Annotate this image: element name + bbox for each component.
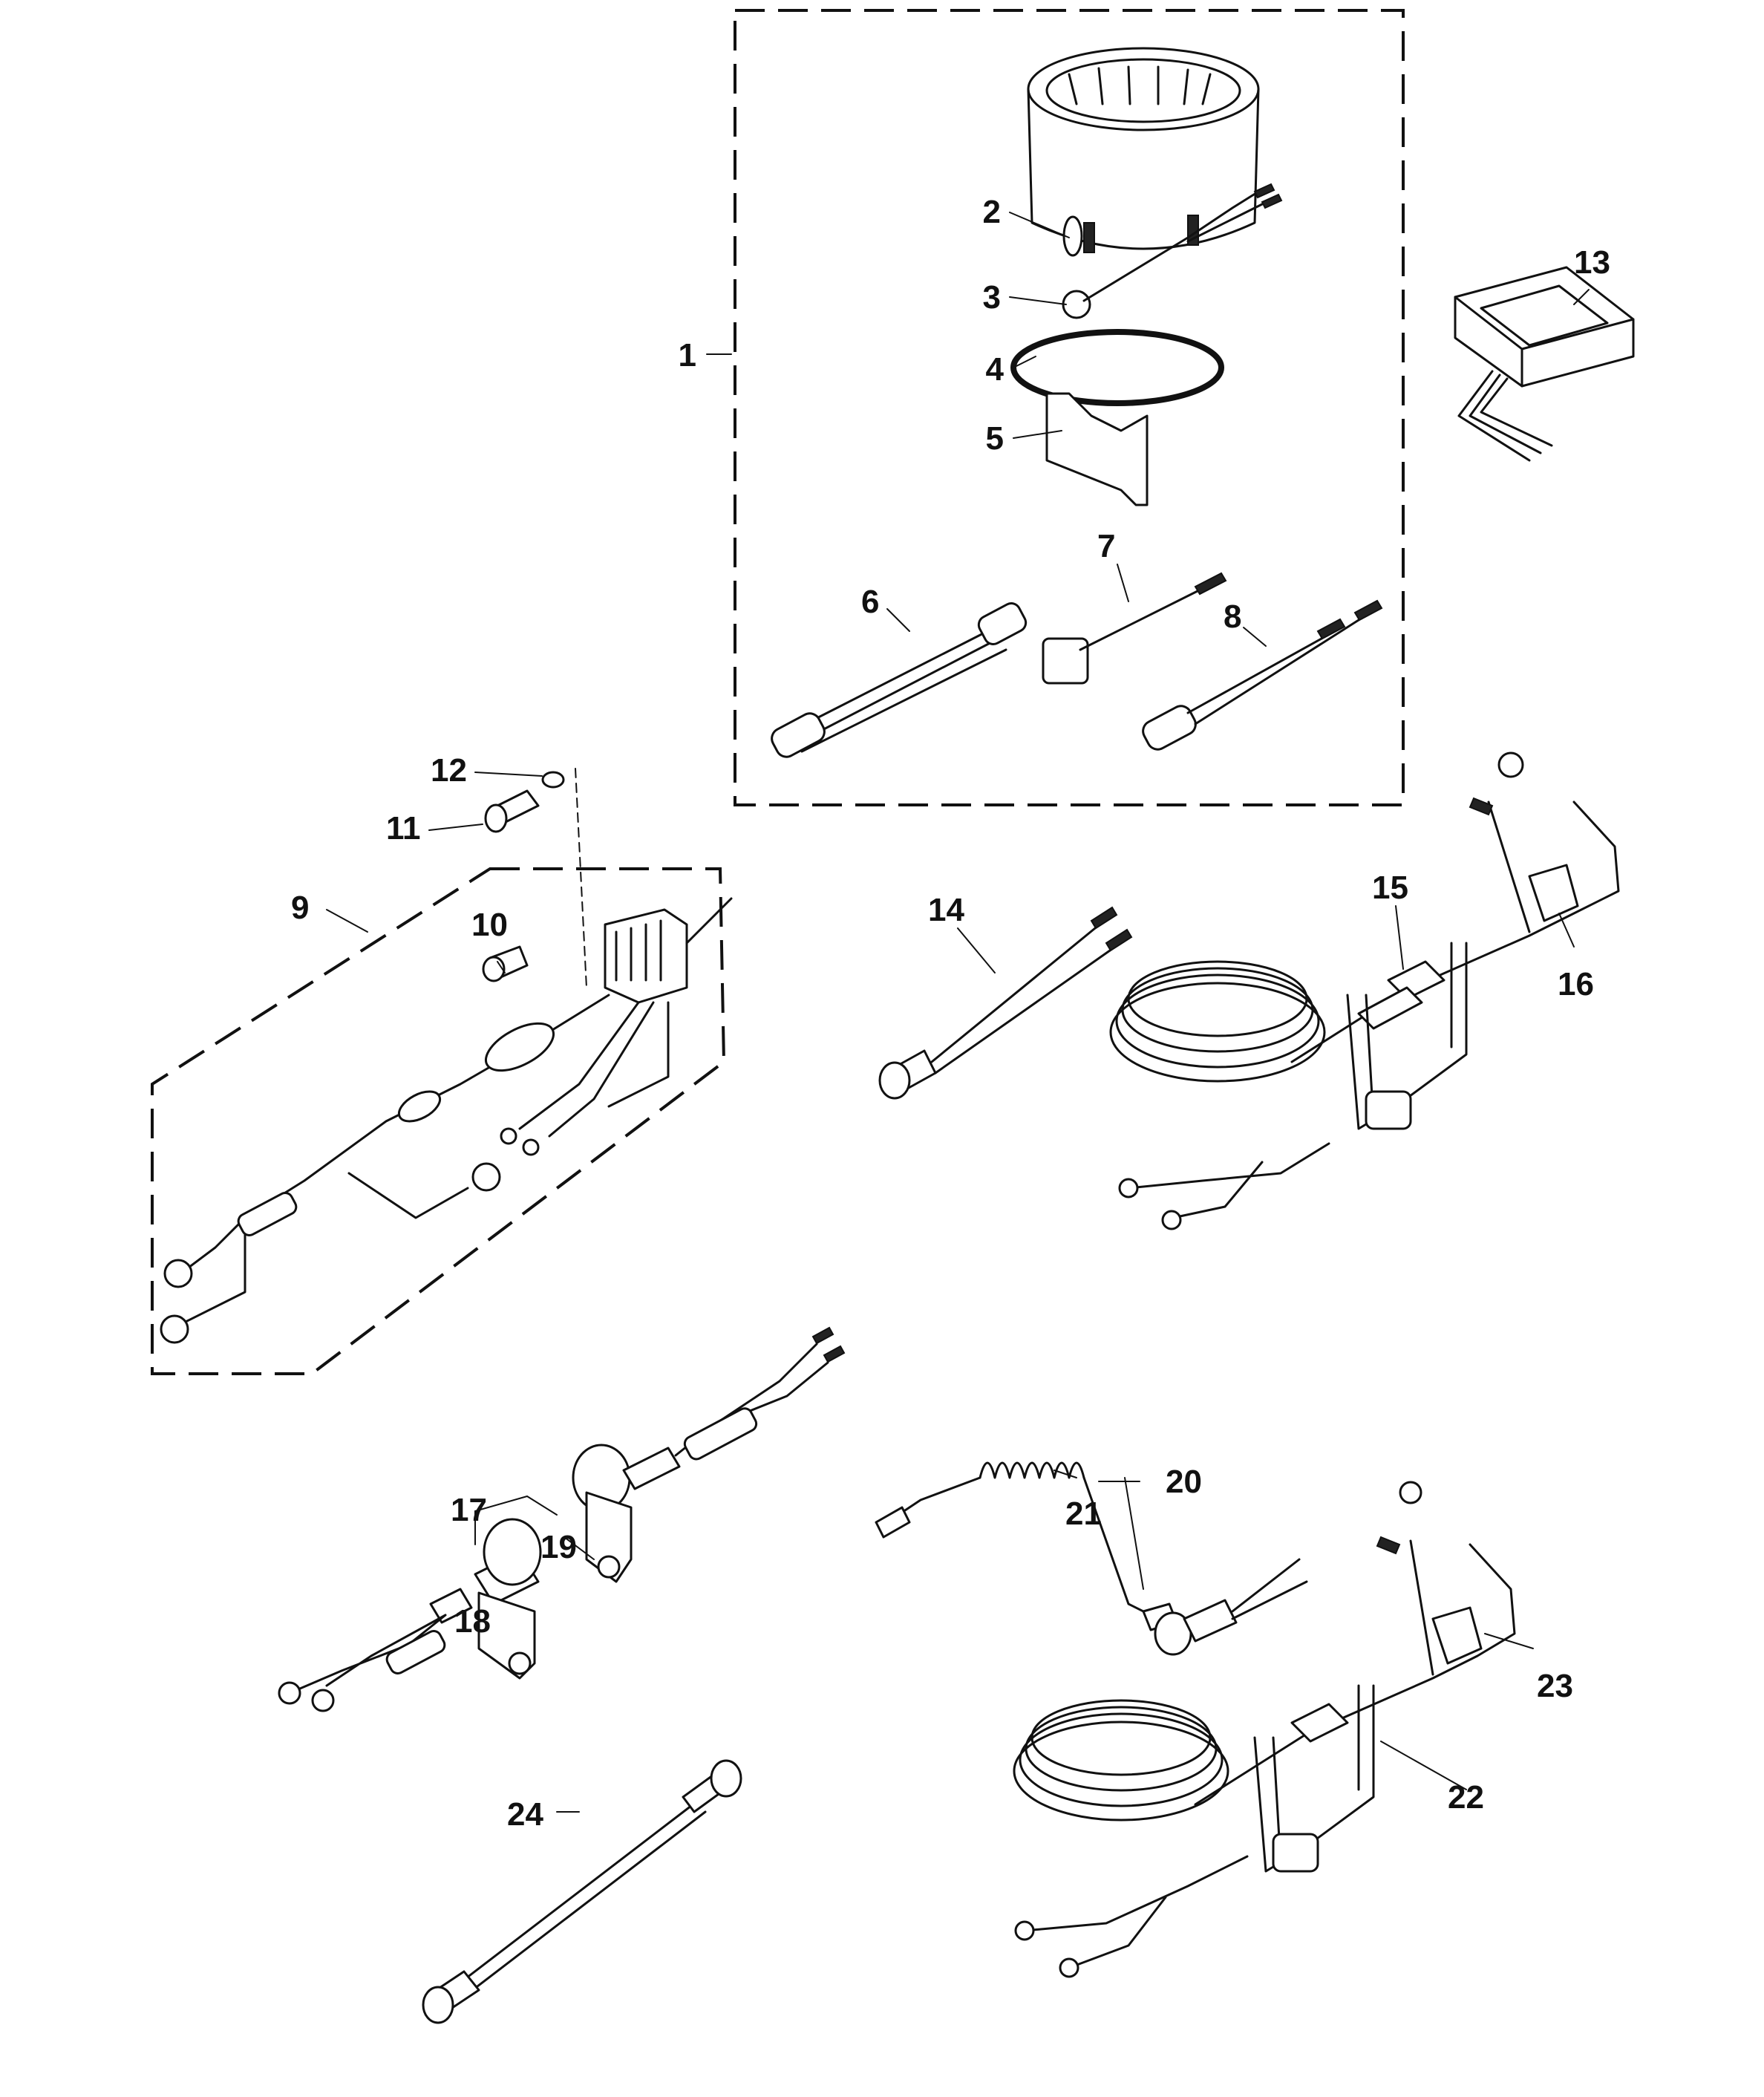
callout-7: 7 (1097, 528, 1115, 564)
callout-4: 4 (986, 351, 1004, 388)
callout-19: 19 (540, 1529, 577, 1565)
callout-11: 11 (386, 810, 421, 847)
callout-22: 22 (1448, 1779, 1484, 1816)
callout-18: 18 (454, 1603, 491, 1640)
callout-21: 21 (1065, 1496, 1102, 1532)
callout-9: 9 (291, 890, 309, 926)
retaining-ring (1010, 329, 1224, 406)
leader-lines (326, 212, 1590, 1813)
grommet-16 (1528, 864, 1579, 922)
cable-coil-15 (1109, 800, 1620, 1230)
terminal-pin (1469, 797, 1494, 816)
callout-2: 2 (983, 194, 1001, 230)
callout-13: 13 (1574, 244, 1610, 281)
mounting-bracket (1045, 392, 1149, 506)
callout-3: 3 (983, 279, 1001, 316)
extension-24 (422, 1759, 742, 2024)
callout-12: 12 (431, 752, 467, 789)
callout-8: 8 (1224, 599, 1241, 635)
callout-6: 6 (861, 584, 879, 620)
rectifier (604, 897, 733, 1004)
switch-18 (278, 1518, 542, 1712)
callout-23: 23 (1537, 1668, 1573, 1704)
washer-12 (541, 771, 565, 789)
cable-coil-22 (1013, 1539, 1516, 1978)
lanyard-switch-22 (1253, 1684, 1375, 1873)
grommet-23 (1431, 1606, 1483, 1665)
bulb-and-socket (1062, 183, 1283, 319)
lead-14 (878, 906, 1133, 1100)
callout-20: 20 (1166, 1464, 1202, 1500)
callout-16: 16 (1558, 966, 1594, 1002)
screw-11 (484, 789, 540, 833)
connector-10 (482, 945, 529, 982)
terminal-ring (1497, 751, 1524, 778)
lanyard-switch-15 (1346, 942, 1468, 1130)
module-13 (1454, 266, 1635, 462)
sender-lead-7 (1042, 572, 1227, 685)
harness-9 (160, 994, 670, 1344)
callout-1: 1 (679, 337, 696, 374)
terminal-pin-23 (1376, 1536, 1401, 1555)
harness-8 (1142, 599, 1383, 751)
callout-15: 15 (1372, 870, 1408, 906)
gauge-body (1027, 47, 1260, 253)
callout-14: 14 (928, 892, 964, 928)
lanyard-21 (875, 1461, 1178, 1631)
harness-6 (771, 601, 1028, 758)
callout-10: 10 (471, 907, 508, 943)
group-9-dashed-box (151, 867, 726, 1375)
leader-12-dashed (575, 768, 587, 988)
switch-19 (572, 1326, 846, 1583)
terminal-ring-23 (1399, 1481, 1422, 1504)
callout-24: 24 (507, 1796, 543, 1833)
switch-20 (1154, 1558, 1308, 1656)
callout-5: 5 (986, 420, 1004, 457)
callout-17: 17 (451, 1492, 487, 1528)
